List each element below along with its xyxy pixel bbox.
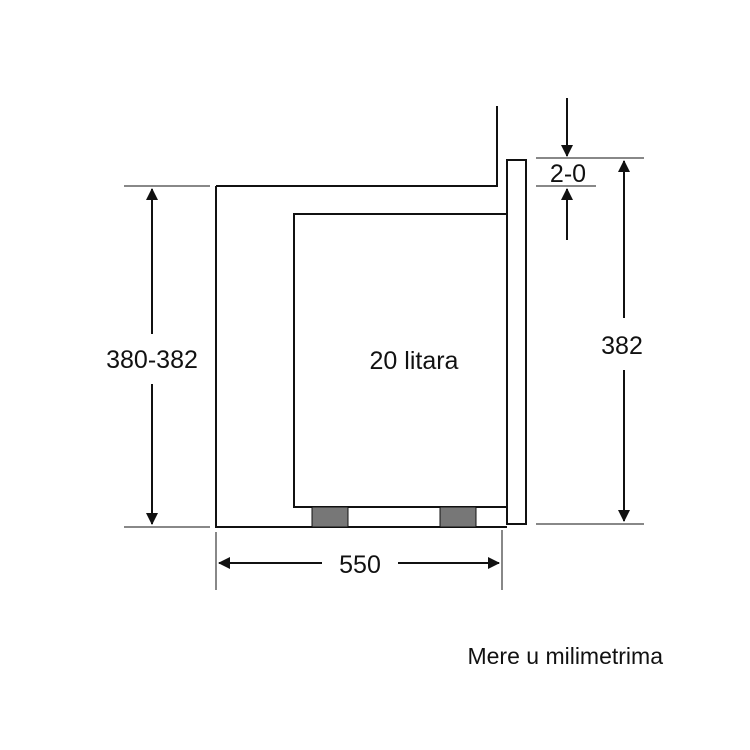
appliance-foot-left	[311, 506, 349, 528]
dimension-height-appliance: 382	[536, 157, 644, 525]
dimension-gap: 2-0	[536, 98, 596, 240]
label-height-appliance: 382	[601, 332, 643, 360]
cabinet-niche	[215, 106, 507, 528]
label-depth: 550	[339, 551, 381, 579]
caption-units: Mere u milimetrima	[467, 643, 663, 669]
dimension-height-cabinet: 380-382	[106, 185, 210, 528]
appliance-foot-right	[439, 506, 477, 528]
label-gap: 2-0	[550, 160, 586, 188]
label-height-cabinet: 380-382	[106, 346, 198, 374]
dimension-depth: 550	[215, 530, 503, 590]
label-volume: 20 litara	[370, 347, 459, 375]
appliance-front-panel	[506, 159, 527, 525]
